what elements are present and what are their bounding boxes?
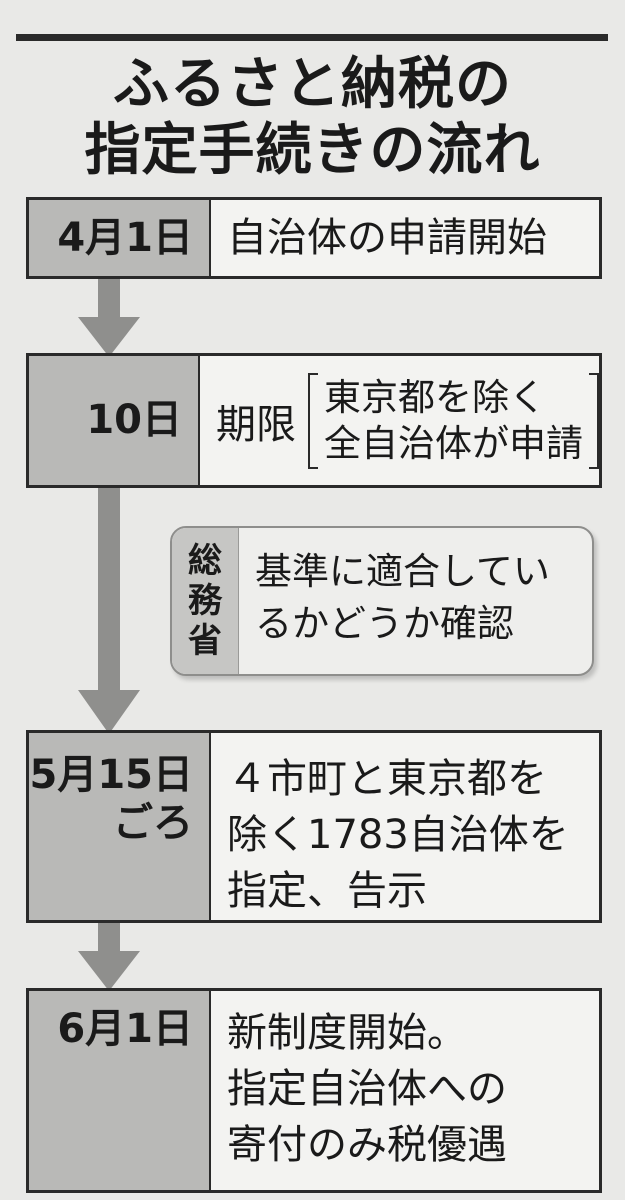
step-date-line: ごろ <box>113 800 193 846</box>
step-box: 10日 期限 東京都を除く 全自治体が申請 <box>26 353 602 488</box>
ministry-label-char: 省 <box>188 621 222 661</box>
ministry-label: 総 務 省 <box>172 528 239 674</box>
ministry-text-line: 基準に適合してい <box>255 550 550 593</box>
step-box: 6月1日 新制度開始。 指定自治体への 寄付のみ税優遇 <box>26 988 602 1193</box>
step-date-line: 5月15日 <box>29 752 194 798</box>
arrow-down-icon <box>78 277 140 357</box>
note-line: 東京都を除く <box>324 375 546 419</box>
step-description-line: ４市町と東京都を <box>227 756 547 802</box>
note-text: 東京都を除く 全自治体が申請 <box>318 375 589 467</box>
step-date: 6月1日 <box>29 991 211 1190</box>
ministry-box: 総 務 省 基準に適合してい るかどうか確認 <box>170 526 594 676</box>
ministry-text-line: るかどうか確認 <box>255 602 514 645</box>
step-description-line: 除く1783自治体を <box>227 812 569 858</box>
left-bracket <box>308 372 318 469</box>
step-date: 5月15日 ごろ <box>29 733 211 920</box>
ministry-label-char: 総 <box>188 541 222 581</box>
title-line-1: ふるさと納税の <box>113 52 512 117</box>
right-bracket <box>589 372 599 469</box>
step-date: 4月1日 <box>29 200 211 276</box>
step-description-line: 寄付のみ税優遇 <box>227 1122 507 1168</box>
step-description: 自治体の申請開始 <box>227 215 547 261</box>
page-title: ふるさと納税の 指定手続きの流れ <box>0 52 625 184</box>
note-line: 全自治体が申請 <box>324 421 583 465</box>
step-description: 期限 東京都を除く 全自治体が申請 <box>200 356 599 485</box>
step-box: 5月15日 ごろ ４市町と東京都を 除く1783自治体を 指定、告示 <box>26 730 602 923</box>
step-date: 10日 <box>29 356 200 485</box>
step-description-line: 指定、告示 <box>227 868 427 914</box>
step-description-line: 指定自治体への <box>227 1066 507 1112</box>
title-line-2: 指定手続きの流れ <box>84 118 541 183</box>
step-description: ４市町と東京都を 除く1783自治体を 指定、告示 <box>211 733 569 920</box>
ministry-label-char: 務 <box>188 581 222 621</box>
deadline-label: 期限 <box>216 401 296 448</box>
ministry-text: 基準に適合してい るかどうか確認 <box>239 528 550 674</box>
arrow-down-icon <box>78 921 140 991</box>
step-description-line: 新制度開始。 <box>227 1010 467 1056</box>
top-rule <box>16 34 608 41</box>
bracket-note: 東京都を除く 全自治体が申請 <box>308 372 599 469</box>
step-description: 新制度開始。 指定自治体への 寄付のみ税優遇 <box>211 991 507 1190</box>
step-box: 4月1日 自治体の申請開始 <box>26 197 602 279</box>
arrow-down-icon <box>78 486 140 734</box>
